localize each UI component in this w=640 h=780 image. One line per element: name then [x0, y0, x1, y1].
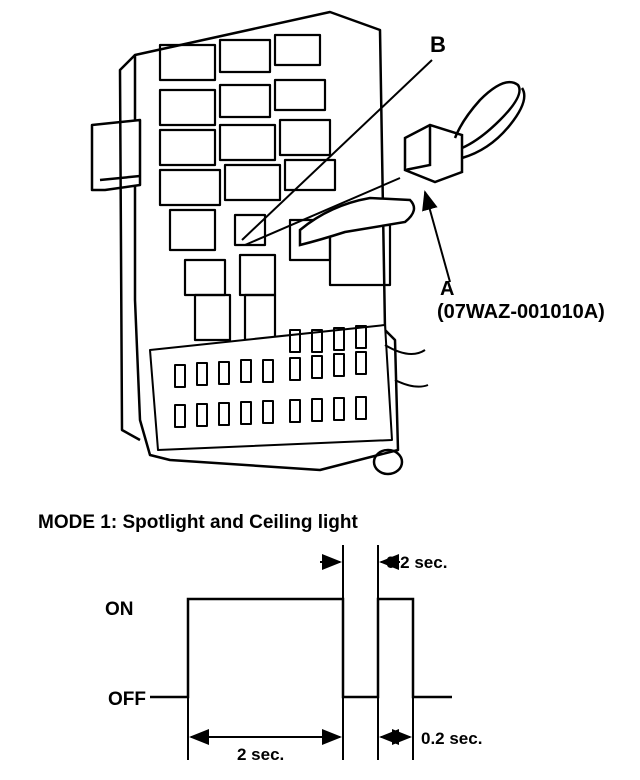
- fuse-block: [149, 324, 393, 451]
- on-state-label: ON: [105, 599, 134, 620]
- timing-reference-lines: [187, 545, 414, 760]
- relay-cavities: [158, 33, 392, 342]
- hand-illustration: [298, 196, 416, 247]
- jumper-connector-tool: [403, 80, 526, 184]
- bottom-knob: [372, 448, 404, 476]
- timing-diagram-title: MODE 1: Spotlight and Ceiling light: [38, 512, 358, 533]
- off-state-label: OFF: [108, 689, 146, 710]
- on-duration-label: 2 sec.: [237, 745, 284, 764]
- callout-leaders: [241, 59, 451, 283]
- callout-a-part-number: (07WAZ-001010A): [437, 301, 605, 323]
- timing-dimensions: [189, 554, 412, 745]
- callout-a-label: A: [440, 278, 454, 300]
- gap-duration-top-label: 0.2 sec.: [386, 553, 447, 572]
- callout-b-label: B: [430, 32, 446, 57]
- timing-waveform: [150, 597, 452, 699]
- fuse-box-illustration: [90, 10, 429, 476]
- gap-duration-bottom-label: 0.2 sec.: [421, 729, 482, 748]
